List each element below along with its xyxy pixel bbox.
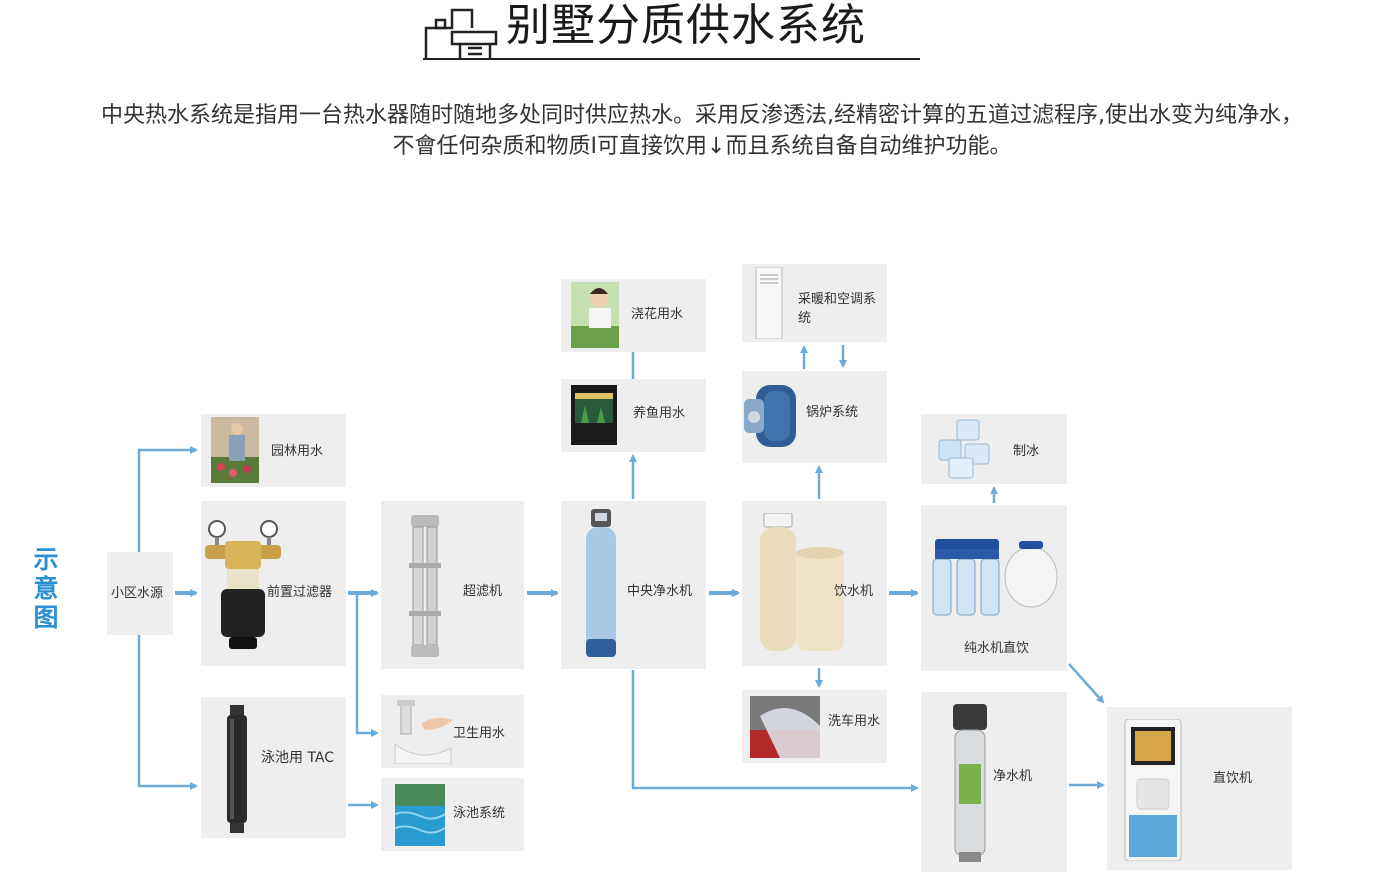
node-pool-tac: 泳池用 TAC	[201, 697, 346, 838]
gardener-image	[211, 417, 259, 483]
node-sanitary-water: 卫生用水	[381, 695, 524, 768]
node-label: 锅炉系统	[806, 405, 859, 420]
arrow-to-purifier	[631, 670, 919, 792]
node-label: 纯水机直饮	[964, 641, 1030, 656]
node-pool-system: 泳池系统	[381, 778, 524, 851]
node-label: 泳池系统	[453, 806, 506, 821]
header: 别墅分质供水系统	[0, 0, 1374, 70]
node-water-purifier: 净水机	[921, 692, 1067, 872]
node-garden-water: 园林用水	[201, 414, 346, 487]
description: 中央热水系统是指用一台热水器随时随地多处同时供应热水。采用反渗透法,经精密计算的…	[30, 100, 1374, 162]
node-label: 卫生用水	[453, 726, 506, 741]
node-label: 洗车用水	[828, 714, 881, 729]
description-line-2: 不會任何杂质和物质I可直接饮用↓而且系统自备自动维护功能。	[392, 134, 1012, 159]
pool-image	[395, 784, 445, 846]
node-community-water: 小区水源	[107, 552, 173, 635]
arrow-ro-to-drinking	[1068, 663, 1105, 704]
node-softener: 饮水机	[742, 501, 887, 666]
node-central-purifier: 中央净水机	[561, 501, 706, 669]
node-label: 小区水源	[111, 586, 164, 601]
node-boiler-system: 锅炉系统	[742, 371, 887, 463]
node-label: 采暖和空调系统	[798, 290, 878, 328]
node-pre-filter: 前置过滤器	[201, 501, 346, 666]
faucet-image	[394, 700, 453, 764]
node-ice-making: 制冰	[921, 414, 1067, 484]
car-wash-image	[750, 696, 820, 758]
aquarium-image	[571, 385, 617, 445]
ultrafilter-image	[409, 515, 441, 657]
purifier-cartridge-image	[953, 704, 987, 862]
node-label: 净水机	[993, 769, 1033, 784]
node-label: 饮水机	[834, 584, 874, 599]
description-line-1: 中央热水系统是指用一台热水器随时随地多处同时供应热水。采用反渗透法,经精密计算的…	[101, 103, 1303, 128]
node-heating-ac: 采暖和空调系统	[742, 264, 887, 342]
arrow-to-sanitary	[355, 593, 379, 737]
house-icon	[424, 8, 498, 58]
side-label: 示意图	[33, 545, 59, 632]
node-label: 养鱼用水	[633, 406, 686, 421]
drinking-machine-image	[1124, 719, 1182, 861]
boiler-image	[744, 385, 796, 447]
node-label: 园林用水	[271, 444, 324, 459]
node-watering-flowers: 浇花用水	[561, 279, 706, 352]
node-label: 直饮机	[1213, 771, 1253, 786]
node-ultrafilter: 超滤机	[381, 501, 524, 669]
woman-watering-image	[571, 282, 619, 348]
title-underline	[423, 58, 920, 60]
node-ro-direct: 纯水机直饮	[921, 505, 1067, 671]
ac-unit-image	[755, 267, 783, 339]
pre-filter-image	[205, 520, 281, 649]
node-fish-farming: 养鱼用水	[561, 379, 706, 452]
node-label: 中央净水机	[627, 584, 693, 599]
arrow-to-pool-tac	[137, 635, 198, 790]
ro-machine-image	[932, 539, 1058, 616]
node-label: 制冰	[1013, 444, 1040, 459]
purifier-tank-image	[586, 509, 616, 657]
node-label: 超滤机	[463, 584, 503, 599]
node-label: 泳池用 TAC	[261, 750, 335, 766]
node-car-wash: 洗车用水	[742, 690, 887, 763]
page-title: 别墅分质供水系统	[506, 0, 866, 51]
node-direct-drinking: 直饮机	[1107, 707, 1292, 870]
node-label: 浇花用水	[631, 307, 684, 322]
tac-filter-image	[227, 705, 247, 833]
node-label-text: 采暖和空调系统	[798, 292, 877, 326]
ice-cubes-image	[938, 419, 990, 479]
softener-tanks-image	[760, 513, 844, 651]
arrow-to-garden	[137, 446, 198, 552]
node-label: 前置过滤器	[267, 585, 333, 600]
